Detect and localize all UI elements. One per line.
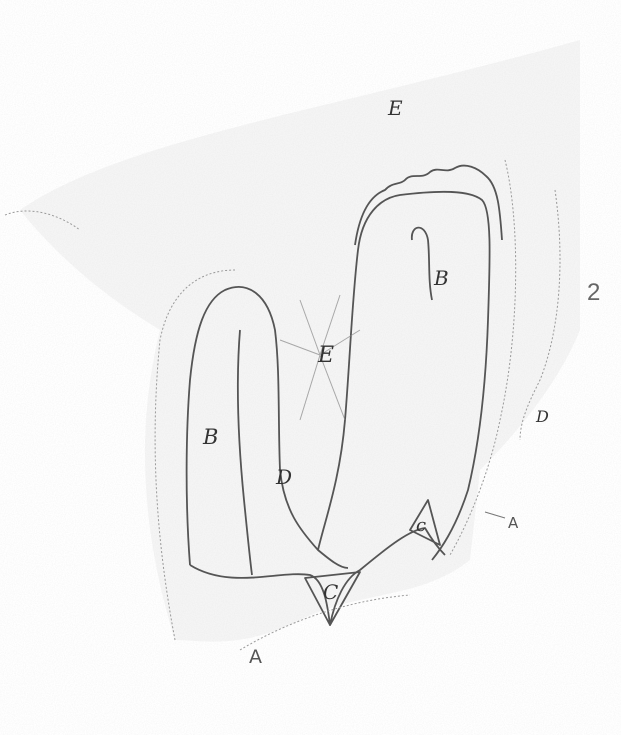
label-c-right: c — [416, 515, 426, 536]
label-e-top: E — [387, 96, 403, 120]
label-b-left: B — [202, 425, 218, 449]
label-b-right: B — [433, 266, 449, 290]
label-a-bottom: A — [249, 646, 262, 668]
label-d-right: D — [535, 407, 549, 426]
figure-number: 2 — [587, 279, 600, 307]
label-d-center: D — [275, 465, 292, 489]
label-a-right: A — [508, 514, 519, 532]
label-e-center: E — [317, 343, 334, 368]
label-c-bottom: C — [323, 580, 338, 604]
